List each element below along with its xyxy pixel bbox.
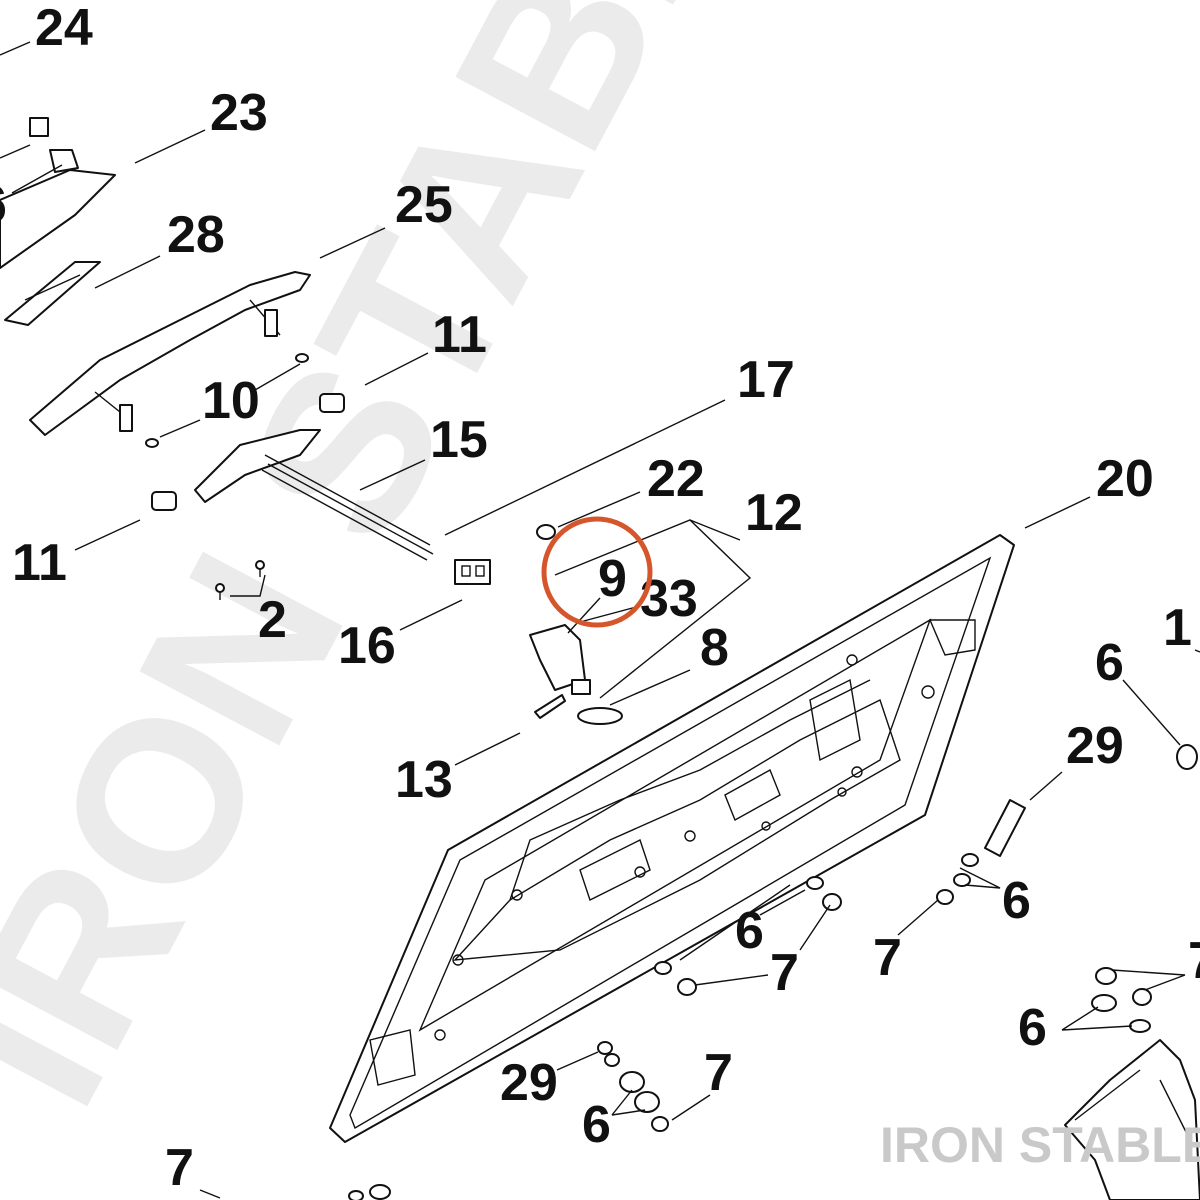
clip-22 [536,524,556,540]
callout-1-bottom: 7 [165,1139,194,1197]
callout-22: 22 [647,450,705,508]
callout-7-mid: 7 [873,929,902,987]
bracket-6-left [0,169,116,269]
handle-25 [29,271,311,436]
callout-25: 25 [395,176,453,234]
screws-2 [215,560,265,600]
callout-7-far-right: 7 [1188,932,1200,990]
callout-2: 2 [258,591,287,649]
connector-16 [454,559,491,585]
callout-20: 20 [1096,450,1154,508]
callout-6-left: 6 [0,176,7,234]
bolt-24 [29,117,79,173]
callout-12: 12 [745,484,803,542]
callout-24: 24 [35,0,93,57]
washer-10 [145,353,309,448]
callout-6-mid-right: 6 [1002,872,1031,930]
callout-10: 10 [202,372,260,430]
callout-29-right: 29 [1066,717,1124,775]
callout-6-lower-right: 6 [1018,999,1047,1057]
brand-watermark: IRON STABLE [880,1117,1200,1173]
callout-29-bottom: 29 [500,1054,558,1112]
callout-28: 28 [167,206,225,264]
lock-cylinder-9 [529,624,591,695]
callout-7-center: 7 [770,944,799,1002]
callout-6-center: 6 [735,902,764,960]
bulb-11-upper [319,393,345,413]
callout-11-lower: 11 [12,534,67,592]
switch-15 [194,429,434,561]
hinge-1-right [1064,1039,1200,1200]
callout-11-upper: 11 [432,306,487,364]
callout-17: 17 [737,351,795,409]
callout-1-right: 1 [1163,599,1192,657]
callout-13: 13 [395,751,453,809]
callout-6-bottom: 6 [582,1096,611,1154]
callout-23: 23 [210,84,268,142]
leader-lines [0,41,1200,1199]
callout-8: 8 [700,619,729,677]
gasket-8 [577,707,623,725]
bulb-11-lower [151,491,177,511]
callout-9: 9 [598,550,627,608]
callout-6-right: 6 [1095,634,1124,692]
handle-bracket-28 [4,261,101,326]
callout-15: 15 [430,411,488,469]
tailgate-panel [329,534,1015,1143]
hinge-pin-29-right [984,799,1026,857]
clip-13 [534,694,566,719]
callout-7-bottom: 7 [704,1044,733,1102]
callout-16: 16 [338,617,396,675]
highlight-circle [541,516,653,628]
